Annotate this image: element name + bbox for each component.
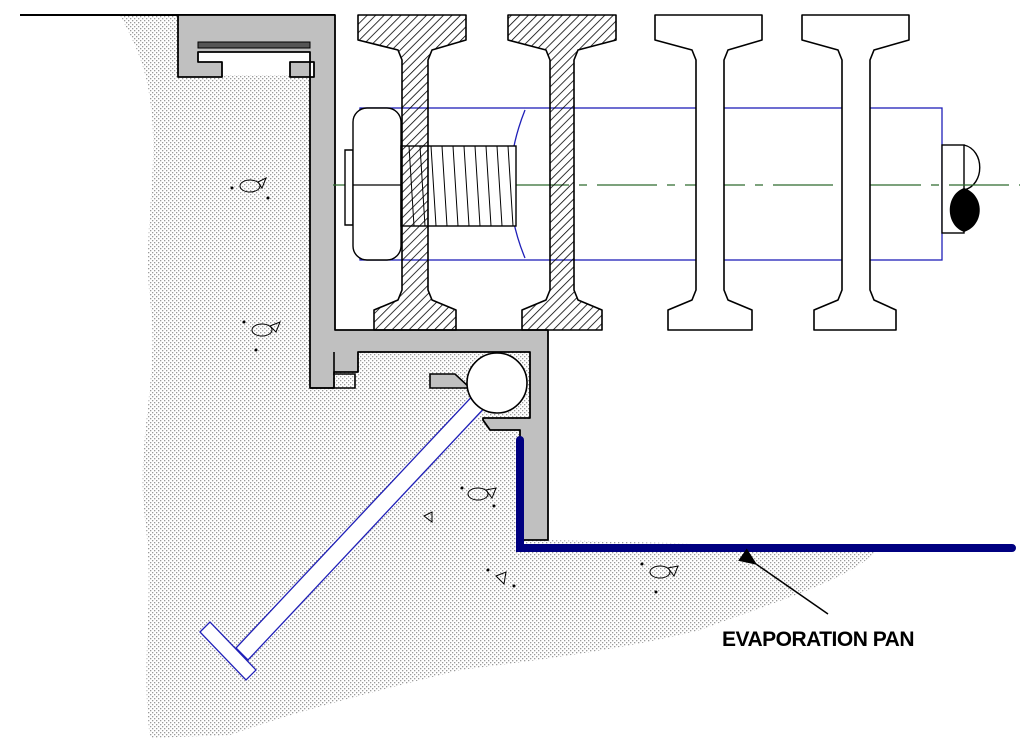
channel-lower-lip-left	[310, 352, 356, 389]
evaporation-pan-label: EVAPORATION PAN	[722, 628, 914, 651]
aluminum-channel-profile	[177, 14, 549, 541]
i-beam-hatched-1	[357, 14, 467, 331]
i-beam-plain-2	[801, 14, 910, 331]
anchor-rod	[199, 352, 528, 681]
aggregate-dots	[230, 186, 658, 594]
hex-bolt	[344, 107, 517, 261]
evaporation-pan	[516, 436, 1016, 552]
aggregate-marks	[239, 176, 679, 586]
i-beam-hatched-2	[507, 14, 617, 331]
rod-end-break	[941, 144, 981, 234]
channel-top-slot	[197, 41, 311, 49]
i-beam-plain-1	[654, 14, 763, 331]
evaporation-pan-leader	[738, 548, 829, 615]
